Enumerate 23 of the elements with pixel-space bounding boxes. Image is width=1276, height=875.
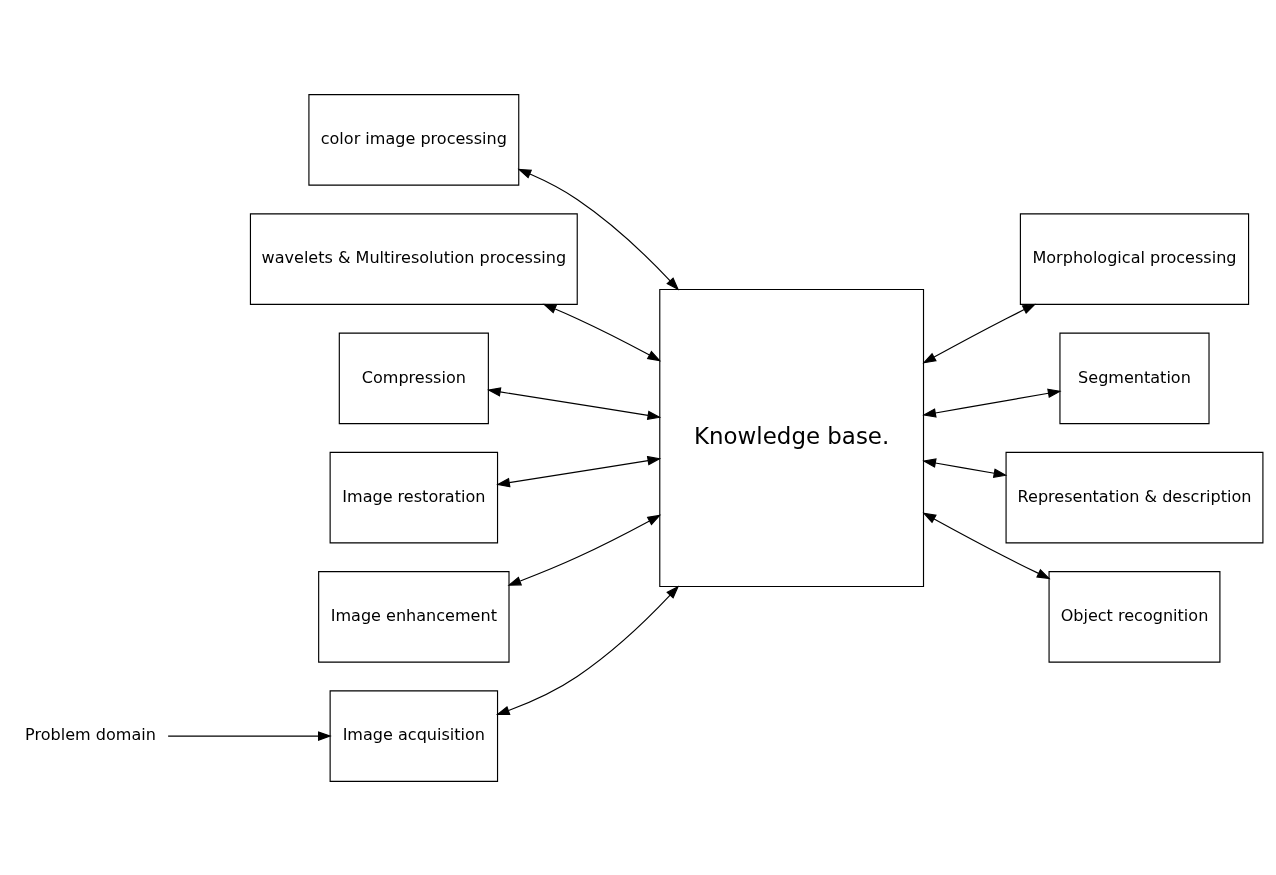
node-box: Knowledge base. <box>659 288 925 587</box>
node-box: Object recognition <box>1048 570 1221 663</box>
node-box: Morphological processing <box>1019 212 1250 305</box>
arrow <box>517 168 680 291</box>
arrow <box>922 457 1008 478</box>
node-box: Segmentation <box>1059 332 1210 424</box>
node-box: Compression <box>338 332 489 424</box>
arrow <box>167 730 332 741</box>
node-box: wavelets & Multiresolution processing <box>249 212 578 305</box>
arrow <box>922 303 1037 364</box>
arrow <box>922 511 1051 579</box>
node-box: color image processing <box>308 93 520 186</box>
node-box: Image restoration <box>329 451 499 543</box>
arrow <box>507 514 662 586</box>
node-box: Representation & description <box>1005 451 1264 543</box>
arrow <box>542 303 662 361</box>
node-box: Image acquisition <box>329 689 499 782</box>
node-text: Problem domain <box>25 724 156 744</box>
node-box: Image enhancement <box>318 570 510 663</box>
arrow <box>495 584 680 715</box>
arrow <box>487 386 662 420</box>
arrow <box>496 455 662 487</box>
arrow <box>922 388 1062 418</box>
